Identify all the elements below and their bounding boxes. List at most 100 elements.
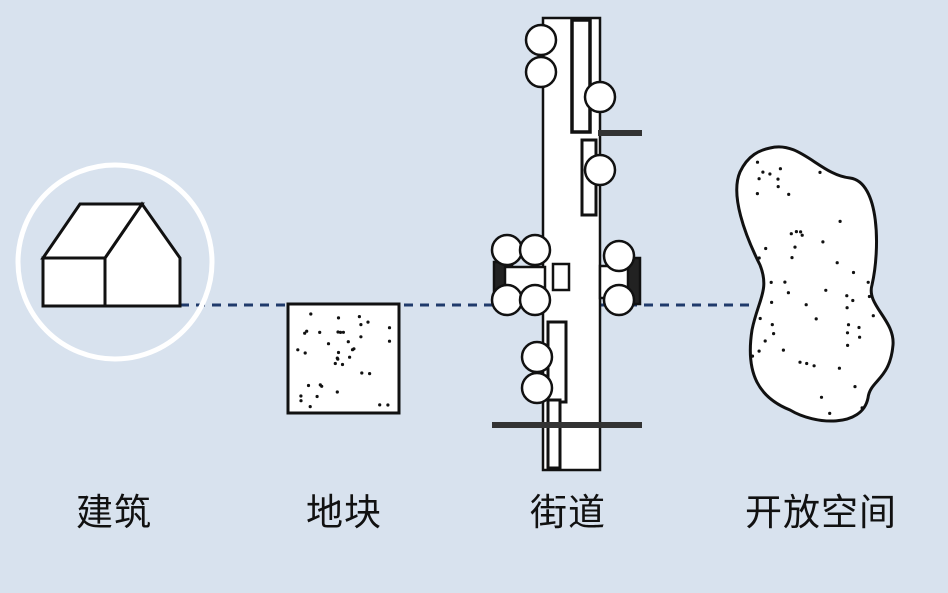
stipple-dot <box>386 403 390 407</box>
stipple-dot <box>338 330 343 334</box>
stipple-dot <box>335 390 339 394</box>
stipple-dot <box>303 331 307 335</box>
stipple-dot <box>755 160 760 164</box>
plot-square-icon <box>286 302 401 415</box>
stipple-dot <box>783 280 787 284</box>
stipple-dot <box>335 356 339 360</box>
stipple-dot <box>378 403 382 407</box>
stipple-dot <box>824 288 828 292</box>
stipple-dot <box>845 306 849 310</box>
stipple-dot <box>299 399 303 403</box>
stipple-dot <box>336 350 341 355</box>
stipple-dot <box>303 351 307 355</box>
stipple-dot <box>764 246 768 251</box>
stipple-dot <box>770 300 774 304</box>
stipple-dot <box>757 177 761 181</box>
stipple-dot <box>851 298 855 303</box>
stipple-dot <box>750 354 755 358</box>
stipple-dot <box>828 411 832 415</box>
stipple-dot <box>838 219 842 223</box>
stipple-dot <box>387 339 392 343</box>
stipple-dot <box>309 312 313 316</box>
stipple-dot <box>315 394 319 399</box>
stipple-dot <box>326 342 331 346</box>
stipple-dot <box>858 335 862 339</box>
stipple-dot <box>846 323 851 327</box>
stipple-dot <box>357 315 361 319</box>
stipple-dot <box>318 330 322 334</box>
stipple-dot <box>346 340 350 344</box>
stipple-dot <box>772 332 776 336</box>
stipple-dot <box>758 316 762 321</box>
stipple-dot <box>812 364 816 368</box>
stipple-dot <box>359 323 363 327</box>
stipple-dot <box>835 261 839 265</box>
label-building: 建筑 <box>76 491 152 534</box>
stipple-dot <box>819 395 824 399</box>
stipple-dot <box>837 366 842 370</box>
stipple-dot <box>341 330 345 334</box>
stipple-dot <box>845 331 850 335</box>
label-plot: 地块 <box>306 491 382 534</box>
stipple-dot <box>336 316 341 320</box>
stipple-dot <box>306 383 311 388</box>
house-icon <box>40 201 182 308</box>
stipple-dot <box>857 325 861 330</box>
stipple-dot <box>763 339 767 343</box>
stipple-dot <box>805 361 809 366</box>
stipple-dot <box>757 256 761 260</box>
stipple-dot <box>366 320 370 324</box>
stipple-dot <box>800 233 804 237</box>
stipple-dot <box>799 230 803 234</box>
stipple-dot <box>793 245 797 249</box>
stipple-dot <box>755 192 760 196</box>
stipple-dot <box>789 232 793 236</box>
stipple-dot <box>340 362 345 367</box>
stipple-dot <box>860 406 864 410</box>
stipple-dot <box>794 230 799 234</box>
stipple-dot <box>867 294 872 299</box>
stipple-dot <box>798 360 802 364</box>
stipple-dot <box>804 303 808 307</box>
stipple-dot <box>368 372 372 376</box>
stipple-dot <box>299 394 303 398</box>
stipple-dot <box>770 323 774 327</box>
label-street: 街道 <box>530 491 606 534</box>
stipple-dot <box>769 280 773 284</box>
stipple-dot <box>790 256 794 260</box>
stipple-dot <box>778 167 783 171</box>
stipple-dot <box>866 280 870 284</box>
stipple-dot <box>757 349 761 353</box>
stipple-dot <box>768 172 772 176</box>
street-plan-icon <box>490 16 642 472</box>
stipple-dot <box>308 405 312 409</box>
building-group <box>15 162 215 362</box>
stipple-dot <box>348 355 352 359</box>
stipple-dot <box>359 335 363 339</box>
stipple-dot <box>336 330 340 334</box>
stipple-dot <box>360 371 364 375</box>
stipple-dot <box>776 177 780 181</box>
stipple-dot <box>851 270 856 275</box>
stipple-dot <box>781 348 786 352</box>
stipple-dot <box>776 185 780 189</box>
stipple-dot <box>786 291 791 295</box>
open-space-blob-icon <box>735 145 895 423</box>
stipple-dot <box>333 361 337 366</box>
stipple-dot <box>387 326 392 330</box>
label-open-space: 开放空间 <box>745 491 897 534</box>
stipple-dot <box>814 317 818 321</box>
stipple-dot <box>352 347 356 351</box>
stipple-dot <box>818 170 822 174</box>
highlight-ring <box>15 162 215 362</box>
stipple-dot <box>871 314 875 318</box>
stipple-dot <box>761 170 765 174</box>
stipple-dot <box>296 348 300 352</box>
stipple-dot <box>853 385 857 389</box>
stipple-dot <box>787 192 791 196</box>
stipple-dot <box>318 383 322 387</box>
stipple-dot <box>305 329 309 333</box>
stipple-dot <box>821 240 825 244</box>
